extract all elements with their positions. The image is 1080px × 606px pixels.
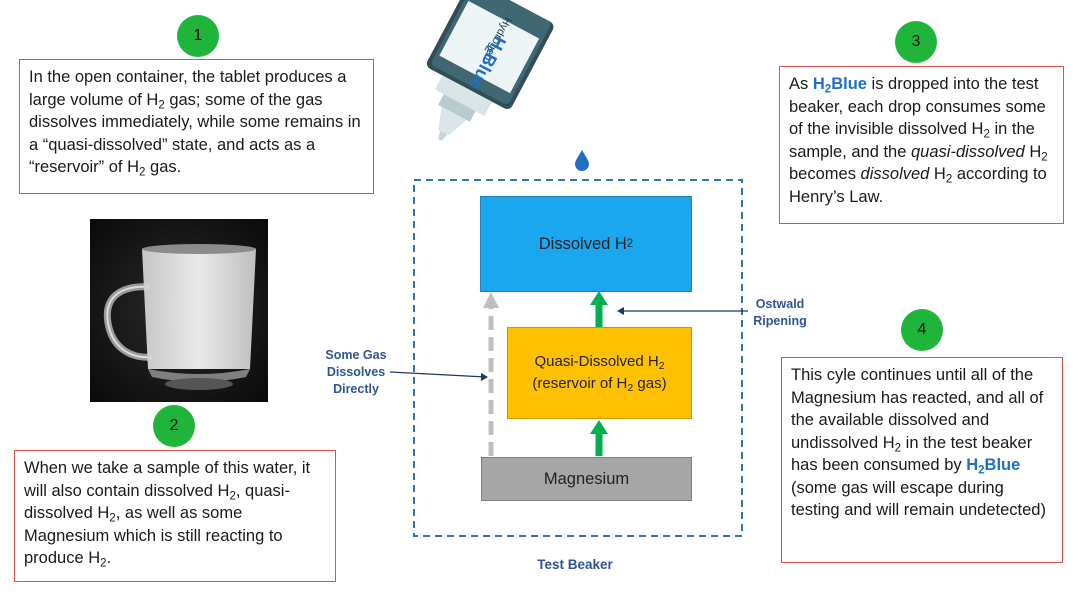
- note-3-text-a: As: [789, 75, 813, 93]
- note-3-text-f: H: [929, 165, 946, 183]
- note-4-text-b: in the test beaker has been consumed by: [791, 433, 1033, 475]
- note-2-sub-b: 2: [109, 512, 116, 525]
- note-3-text-b: is dropped into the test beaker, each dr…: [789, 75, 1046, 138]
- dissolved-h2-label: Dissolved H: [538, 234, 627, 253]
- step-badge-2: 2: [153, 405, 195, 447]
- note-3-italic-a: quasi-dissolved: [911, 142, 1025, 161]
- note-4-text-c: (some gas will escape during testing and…: [791, 478, 1046, 520]
- arrow-head-direct-dissolve: [483, 292, 499, 308]
- note-3-sub-a: 2: [983, 128, 990, 141]
- note-1-sub-b: 2: [139, 166, 146, 179]
- quasi-dissolved-block: Quasi-Dissolved H2 (reservoir of H2 gas): [507, 327, 692, 419]
- note-2-text-b: , quasi-dissolved H: [24, 481, 290, 523]
- step-badge-3: 3: [895, 21, 937, 63]
- test-beaker-outline: [413, 179, 743, 537]
- note-step-1: In the open container, the tablet produc…: [19, 59, 374, 194]
- some-gas-label: Some Gas Dissolves Directly: [325, 348, 387, 396]
- note-4-brand: H2Blue: [966, 456, 1021, 477]
- arrow-head-quasi-to-dissolved: [590, 291, 608, 305]
- quasi-line-1: Quasi-Dissolved H2: [534, 353, 665, 373]
- note-3-sub-b: 2: [1041, 150, 1048, 163]
- note-step-3: As H2Blue is dropped into the test beake…: [779, 66, 1064, 224]
- note-2-text-a: When we take a sample of this water, it …: [24, 459, 311, 500]
- note-3-text-e: becomes: [789, 165, 861, 183]
- note-3-sub-c: 2: [945, 173, 953, 186]
- note-3-italic-b: dissolved: [860, 165, 930, 183]
- note-3-text-c: in the sample, and the: [789, 120, 1035, 161]
- pointer-some-gas: [389, 371, 487, 378]
- magnesium-block: Magnesium: [481, 457, 692, 501]
- note-1-text-a: In the open container, the tablet produc…: [29, 68, 347, 109]
- step-badge-1: 1: [177, 15, 219, 57]
- note-1-text-c: gas.: [145, 158, 182, 176]
- magnesium-label: Magnesium: [543, 469, 630, 488]
- note-3-text-g: according to Henry’s Law.: [789, 165, 1047, 206]
- arrow-head-mg-to-quasi: [590, 420, 608, 434]
- note-3-text-d: H: [1024, 142, 1042, 161]
- note-1-sub-a: 2: [158, 98, 165, 111]
- note-step-2: When we take a sample of this water, it …: [14, 450, 336, 582]
- note-4-sub-a: 2: [894, 441, 902, 454]
- quasi-line-2: (reservoir of H2 gas): [532, 375, 667, 395]
- note-4-text-a: This cyle continues until all of the Mag…: [791, 366, 1044, 452]
- note-3-brand: H2Blue: [812, 75, 867, 96]
- mug-illustration: [90, 219, 268, 402]
- water-drop-icon: [575, 150, 589, 171]
- ostwald-ripening-label: Ostwald Ripening: [753, 297, 807, 328]
- step-badge-4: 4: [901, 309, 943, 351]
- note-2-sub-a: 2: [229, 489, 236, 502]
- note-step-4: This cyle continues until all of the Mag…: [781, 357, 1063, 563]
- test-beaker-label: Test Beaker: [537, 557, 613, 572]
- note-2-text-c: , as well as some Magnesium which is sti…: [24, 504, 283, 567]
- note-2-sub-c: 2: [100, 557, 107, 570]
- mug-photo: [90, 219, 268, 402]
- note-2-text-d: .: [106, 549, 112, 567]
- note-1-text-b: gas; some of the gas dissolves immediate…: [29, 90, 361, 177]
